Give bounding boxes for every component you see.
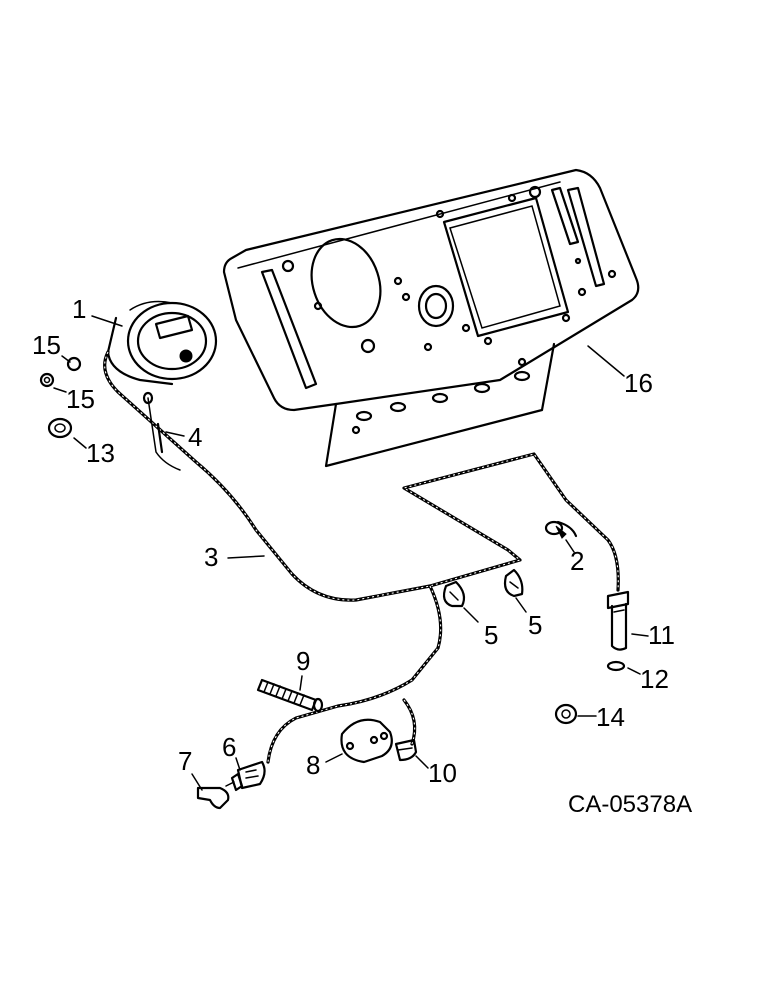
instrument-panel [222,168,640,468]
callout-1: 1 [72,294,86,324]
elbow-connector [196,781,235,810]
callout-11: 11 [648,620,675,650]
callout-labels: 1 15 15 13 4 3 2 5 5 11 12 14 9 6 7 8 10… [32,294,675,788]
callout-6: 6 [222,732,236,762]
callout-14: 14 [596,702,625,732]
leader-lines [53,315,649,791]
mounting-plate [340,718,393,764]
washer-12 [606,660,626,672]
callout-5-right: 5 [528,610,542,640]
callout-12: 12 [640,664,669,694]
nut-14 [554,703,578,725]
callout-13: 13 [86,438,115,468]
washer-13 [47,417,73,439]
washer-15-lower [39,372,55,388]
gauge [106,300,218,386]
threaded-stud [256,678,324,713]
callout-3: 3 [204,542,218,572]
callout-4: 4 [188,422,202,452]
callout-7: 7 [178,746,192,776]
sender-unit [606,590,630,651]
callout-10: 10 [428,758,457,788]
callout-5-left: 5 [484,620,498,650]
callout-2: 2 [570,546,584,576]
reference-number: CA-05378A [568,791,692,818]
clip-right [503,568,524,598]
callout-9: 9 [296,646,310,676]
callout-16: 16 [624,368,653,398]
callout-8: 8 [306,750,320,780]
washer-15-upper [66,356,82,372]
wiring-harness [103,350,620,764]
ground-lead [142,391,181,471]
clip-left [442,580,466,608]
connector [394,738,418,762]
callout-15-lower: 15 [66,384,95,414]
clamp [544,520,578,539]
switch [230,760,266,792]
callout-15-upper: 15 [32,330,61,360]
